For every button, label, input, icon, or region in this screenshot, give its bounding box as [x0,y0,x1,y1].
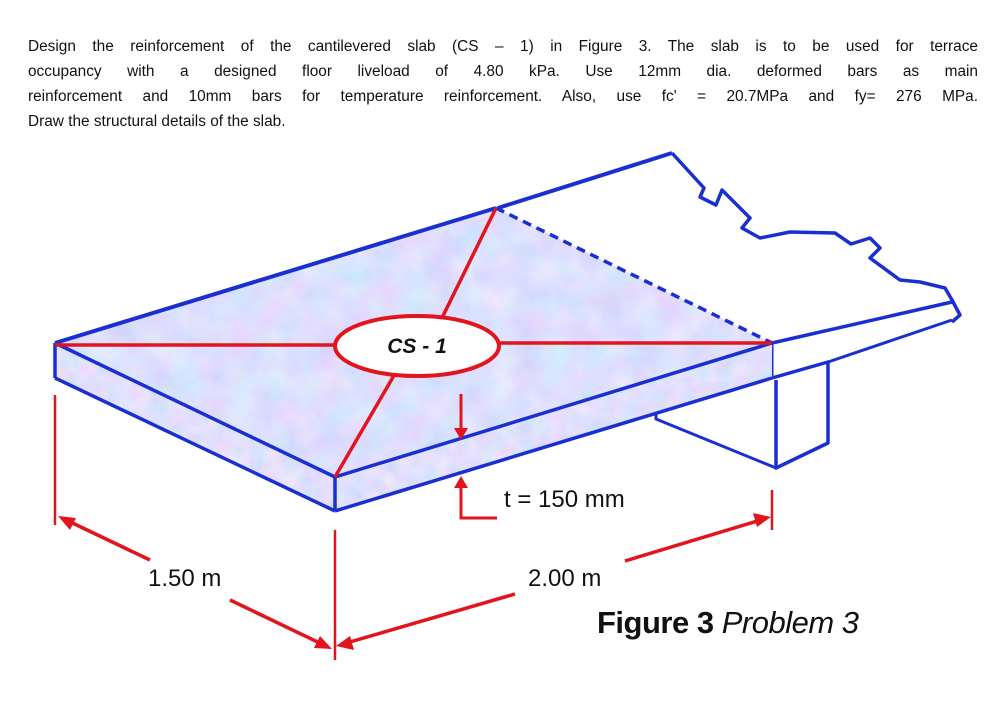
dim-width-label: 1.50 m [148,565,221,592]
figure-caption-problem: Problem 3 [721,605,859,640]
slab-label-ellipse [333,314,501,378]
figure-caption-number: Figure 3 [597,605,714,640]
dim-length-label: 2.00 m [528,565,601,592]
figure-caption: Figure 3 Problem 3 [597,605,859,641]
slab-side-face [335,343,772,511]
problem-line-4: Draw the structural details of the slab. [28,113,286,130]
problem-statement: Design the reinforcement of the cantilev… [28,34,978,134]
slab-label: CS - 1 [387,335,447,358]
thickness-indicator: t = 150 mm [454,394,625,520]
thickness-label: t = 150 mm [504,486,625,513]
dimension-lines: 1.50 m 2.00 m [53,395,774,660]
slab-front-face [55,343,335,511]
slab-axis-lines [55,207,772,478]
problem-line-2: occupancy with a designed floor liveload… [28,63,978,80]
problem-line-3: reinforcement and 10mm bars for temperat… [28,88,978,105]
problem-line-1: Design the reinforcement of the cantilev… [28,38,978,55]
fixed-support-line [495,206,773,345]
slab: CS - 1 [53,206,773,513]
